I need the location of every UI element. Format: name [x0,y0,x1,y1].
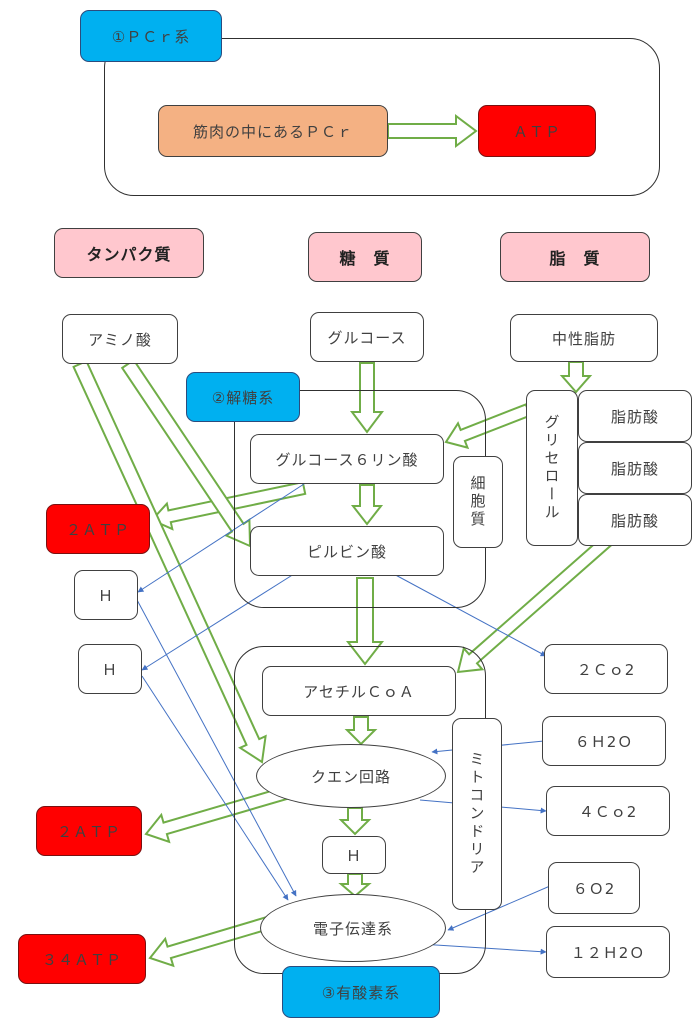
glycerol-to-g6p-arrow [444,403,532,450]
amino-to-pyruvate-arrow [120,358,252,548]
aerobic-title: ③有酸素系 [282,966,440,1018]
citric-cycle-atp-box: ２ＡＴＰ [36,806,142,856]
o2-6-box: ６Ｏ2 [548,862,640,914]
acetyl-to-citric-arrow [344,716,378,746]
h1-to-etc-line [135,597,297,897]
amino-to-citric-arrow [72,359,267,764]
hydrogen-box-2: Ｈ [78,644,142,694]
fatty-acid-box-2: 脂肪酸 [578,442,692,494]
cytoplasm-label: 細胞質 [453,456,503,548]
pcr-system-container [104,38,660,196]
fat-label: 脂 質 [500,232,650,282]
electron-transport-chain: 電子伝達系 [260,894,446,962]
citric-to-atp-arrow [144,782,299,844]
citric-acid-cycle: クエン回路 [256,744,446,808]
g6p-to-pyruvate-arrow [350,484,384,526]
pcr-to-atp-arrow [387,114,478,148]
aerobic-hydrogen-box: Ｈ [322,836,386,874]
mitochondria-label: ミトコンドリア [452,718,502,910]
h2o-12-box: １２Ｈ2Ｏ [546,926,670,978]
pyruvate-to-acetyl-arrow [345,577,385,666]
glucose-box: グルコース [310,312,424,362]
glycolysis-atp-box: ２ＡＴＰ [46,504,150,554]
acetyl-coa-box: アセチルＣｏＡ [262,666,456,716]
o2-to-etc-line [447,885,551,931]
etc-atp-box: ３４ＡＴＰ [18,934,146,984]
glycolysis-title: ②解糖系 [186,372,300,422]
pcr-atp-box: ＡＴＰ [478,105,596,157]
pyruvate-to-co2-line [389,571,547,657]
hydrogen-box-1: Ｈ [74,570,138,620]
pcr-source-box: 筋肉の中にあるＰＣｒ [158,105,388,157]
amino-acid-box: アミノ酸 [62,314,178,364]
co2-2-box: ２Ｃｏ2 [544,644,668,694]
pyruvate-box: ピルビン酸 [250,526,444,576]
fatty-acid-box-1: 脂肪酸 [578,390,692,442]
pcr-system-title: ①ＰＣｒ系 [80,10,222,62]
g6p-to-h1-line [137,483,305,593]
neutral-fat-box: 中性脂肪 [510,314,658,362]
glucose-down-arrow [350,362,384,434]
neutral-fat-down-arrow [559,361,593,394]
co2-4-box: ４Ｃｏ2 [546,786,670,836]
protein-label: タンパク質 [54,228,204,278]
h2o-6-box: ６Ｈ2Ｏ [542,716,666,766]
carbohydrate-label: 糖 質 [308,232,422,282]
citric-to-h-arrow [338,807,372,836]
glycerol-box: グリセロール [526,390,578,546]
h-to-etc-arrow [338,873,372,898]
flow-arrows [72,114,614,968]
fatty-acid-box-3: 脂肪酸 [578,494,692,546]
glucose-6-phosphate-box: グルコース６リン酸 [250,434,444,484]
pyruvate-to-h2-line [141,573,295,671]
h2-to-etc-line [141,675,289,901]
